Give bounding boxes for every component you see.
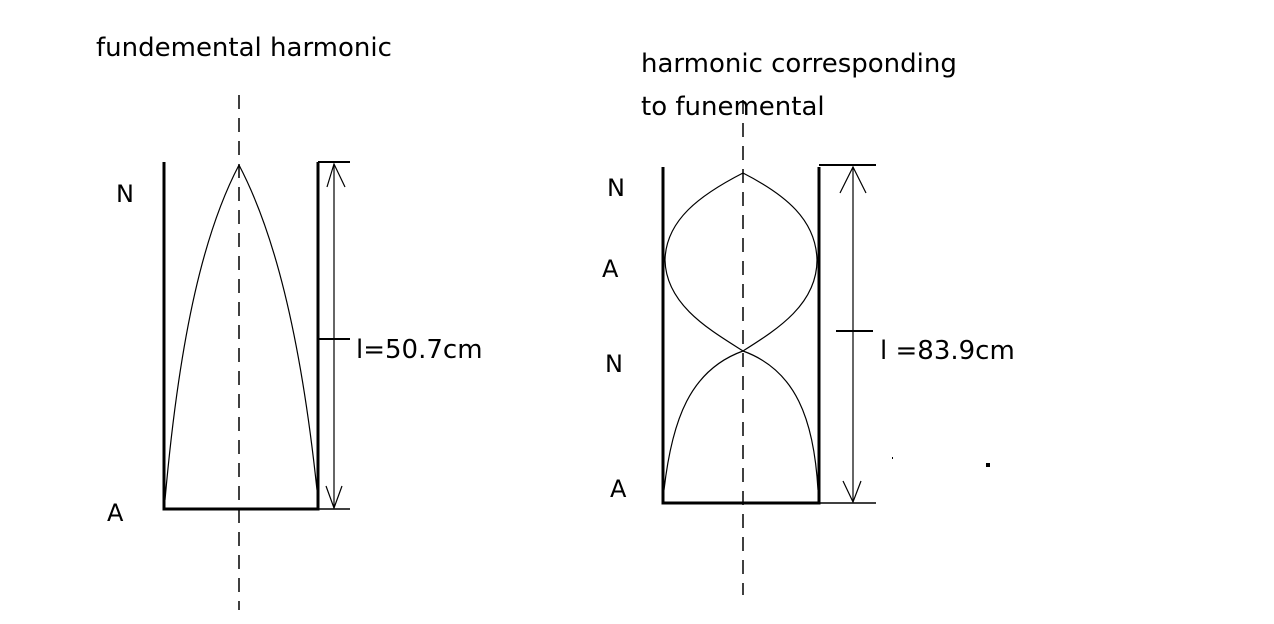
left-node-label: N: [116, 180, 134, 208]
right-label-antinode-bottom: A: [610, 475, 627, 503]
stray-dot: [892, 457, 893, 459]
right-label-antinode-upper: A: [602, 255, 619, 283]
right-title-line1: harmonic corresponding: [641, 49, 957, 79]
right-label-node-top: N: [607, 174, 625, 202]
left-tube: [162, 162, 320, 511]
right-tube: [661, 167, 821, 505]
right-upper-loop: [664, 172, 818, 352]
stray-dot: [986, 463, 990, 467]
left-antinode-label: A: [107, 499, 124, 527]
right-dimension-arrow: [819, 164, 876, 504]
left-length-label: l=50.7cm: [356, 335, 483, 365]
left-dimension-arrow: [318, 161, 350, 510]
left-wave-envelope: [164, 163, 318, 501]
right-label-node-middle: N: [605, 350, 623, 378]
right-length-label: l =83.9cm: [880, 336, 1015, 366]
left-tube-diagram: fundemental harmonic l=50.7cm N A: [96, 33, 483, 610]
left-title: fundemental harmonic: [96, 33, 392, 63]
right-tube-diagram: harmonic corresponding to funemental l =…: [602, 49, 1015, 595]
right-title-line2: to funemental: [641, 92, 825, 122]
right-lower-envelope: [663, 350, 819, 491]
